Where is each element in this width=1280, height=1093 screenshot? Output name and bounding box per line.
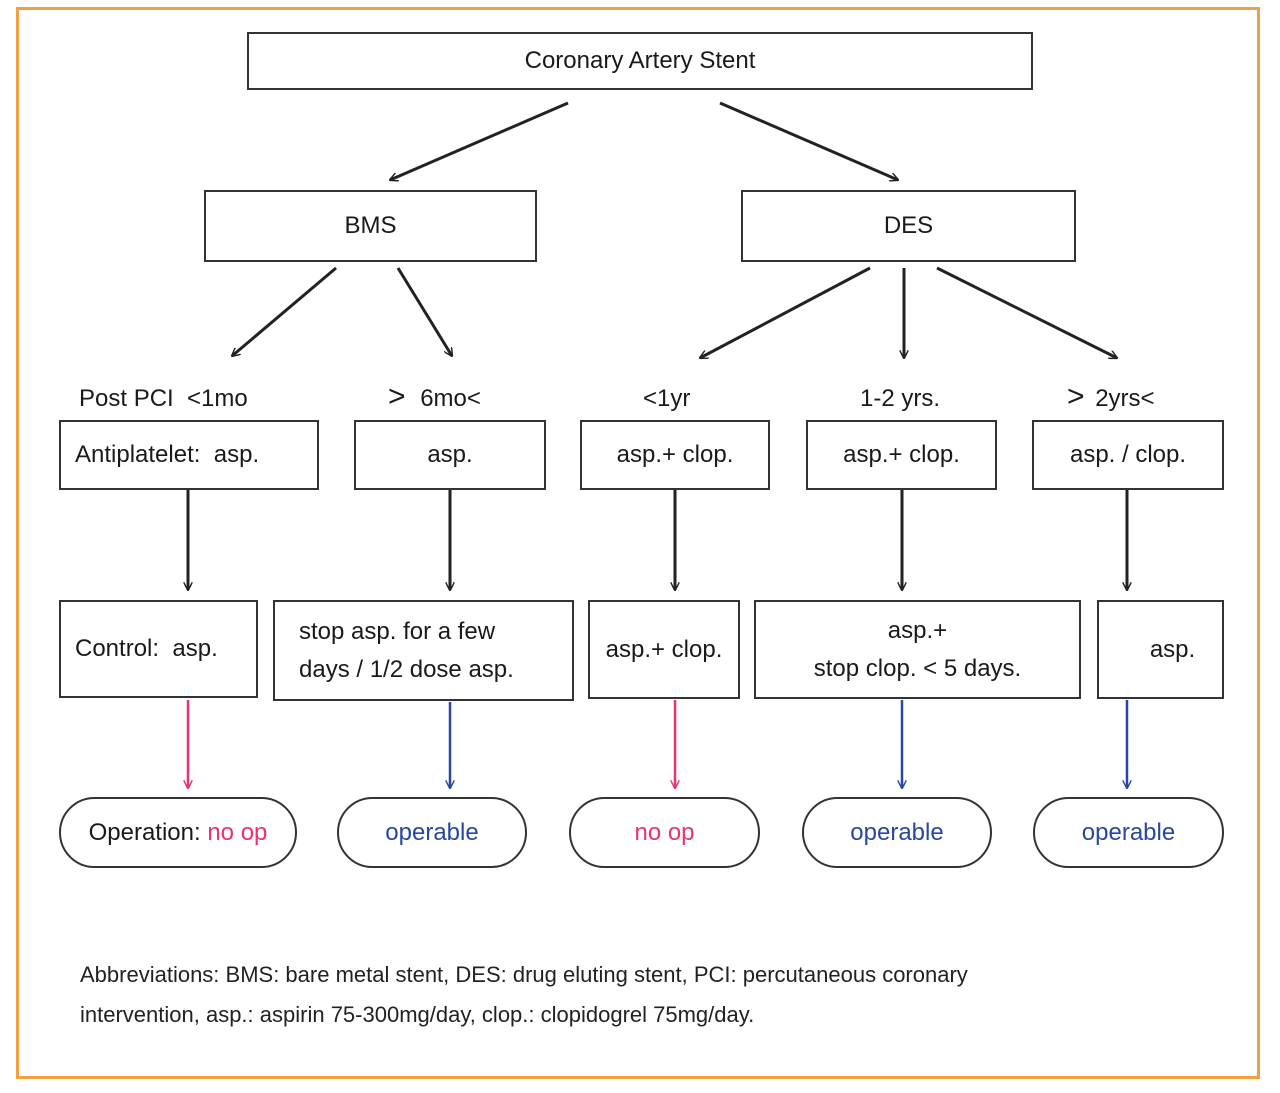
root-node: Coronary Artery Stent: [247, 32, 1033, 90]
timeframe-label-1: Post PCI <1mo: [79, 385, 248, 412]
control-label-3: asp.+ clop.: [605, 635, 723, 663]
antiplatelet-node-3: asp.+ clop.: [580, 420, 770, 490]
bms-node: BMS: [204, 190, 537, 262]
arrow-bms-c2: [396, 267, 452, 356]
control-node-3: asp.+ clop.: [588, 600, 740, 699]
greater-than-symbol: >: [388, 380, 406, 413]
bms-label: BMS: [344, 212, 397, 239]
operation-node-5: operable: [1033, 797, 1224, 868]
operation-result-2: operable: [385, 818, 479, 846]
antiplatelet-node-2: asp.: [354, 420, 546, 490]
antiplatelet-label-2: asp.: [427, 441, 473, 468]
operation-result-4: operable: [850, 818, 944, 846]
abbreviations-footnote: Abbreviations: BMS: bare metal stent, DE…: [80, 955, 1200, 1035]
greater-than-symbol: >: [1067, 380, 1085, 413]
operation-node-4: operable: [802, 797, 992, 868]
control-label-2-line-2: days / 1/2 dose asp.: [299, 655, 514, 683]
antiplatelet-label-4: asp.+ clop.: [843, 441, 960, 468]
timeframe-label-2-text: 6mo<: [420, 385, 481, 412]
operation-node-3: no op: [569, 797, 760, 868]
control-label-2: stop asp. for a few days / 1/2 dose asp.: [299, 613, 514, 689]
control-node-1: Control: asp.: [59, 600, 258, 698]
control-label-4: asp.+ stop clop. < 5 days.: [814, 612, 1021, 688]
timeframe-label-5: > 2yrs<: [1067, 380, 1155, 414]
arrow-des-c3: [700, 266, 871, 360]
arrow-root-des: [719, 101, 898, 180]
control-label-1: Control: asp.: [75, 635, 218, 662]
timeframe-label-2: > 6mo<: [388, 380, 481, 414]
timeframe-label-4: 1-2 yrs.: [860, 385, 941, 412]
footnote-line-2: intervention, asp.: aspirin 75-300mg/day…: [80, 1002, 755, 1027]
control-label-4-line-1: asp.+: [887, 616, 948, 644]
root-label: Coronary Artery Stent: [524, 47, 756, 74]
arrow-root-bms: [390, 101, 569, 180]
arrow-bms-c1: [232, 266, 337, 356]
arrow-des-c5: [936, 266, 1117, 360]
antiplatelet-node-4: asp.+ clop.: [806, 420, 997, 490]
antiplatelet-label-3: asp.+ clop.: [616, 441, 734, 468]
des-label: DES: [883, 212, 934, 239]
antiplatelet-node-1: Antiplatelet: asp.: [59, 420, 319, 490]
antiplatelet-node-5: asp. / clop.: [1032, 420, 1224, 490]
control-node-2: stop asp. for a few days / 1/2 dose asp.: [273, 600, 574, 701]
control-label-2-line-1: stop asp. for a few: [299, 617, 496, 645]
footnote-line-1: Abbreviations: BMS: bare metal stent, DE…: [80, 962, 968, 987]
antiplatelet-label-5: asp. / clop.: [1069, 441, 1187, 468]
control-node-5: asp.: [1097, 600, 1224, 699]
control-node-4: asp.+ stop clop. < 5 days.: [754, 600, 1081, 699]
operation-result-1: no op: [207, 818, 268, 846]
operation-result-3: no op: [634, 818, 695, 846]
diagram-frame: [16, 7, 1260, 1079]
operation-node-1: Operation: no op: [59, 797, 297, 868]
operation-node-2: operable: [337, 797, 527, 868]
control-label-5: asp.: [1149, 635, 1196, 663]
control-label-4-line-2: stop clop. < 5 days.: [813, 654, 1022, 682]
des-node: DES: [741, 190, 1076, 262]
operation-result-5: operable: [1081, 818, 1176, 846]
operation-prefix: Operation:: [88, 818, 208, 846]
antiplatelet-label-1: Antiplatelet: asp.: [75, 441, 260, 468]
timeframe-label-3: <1yr: [643, 385, 691, 412]
timeframe-label-5-text: 2yrs<: [1095, 385, 1155, 412]
